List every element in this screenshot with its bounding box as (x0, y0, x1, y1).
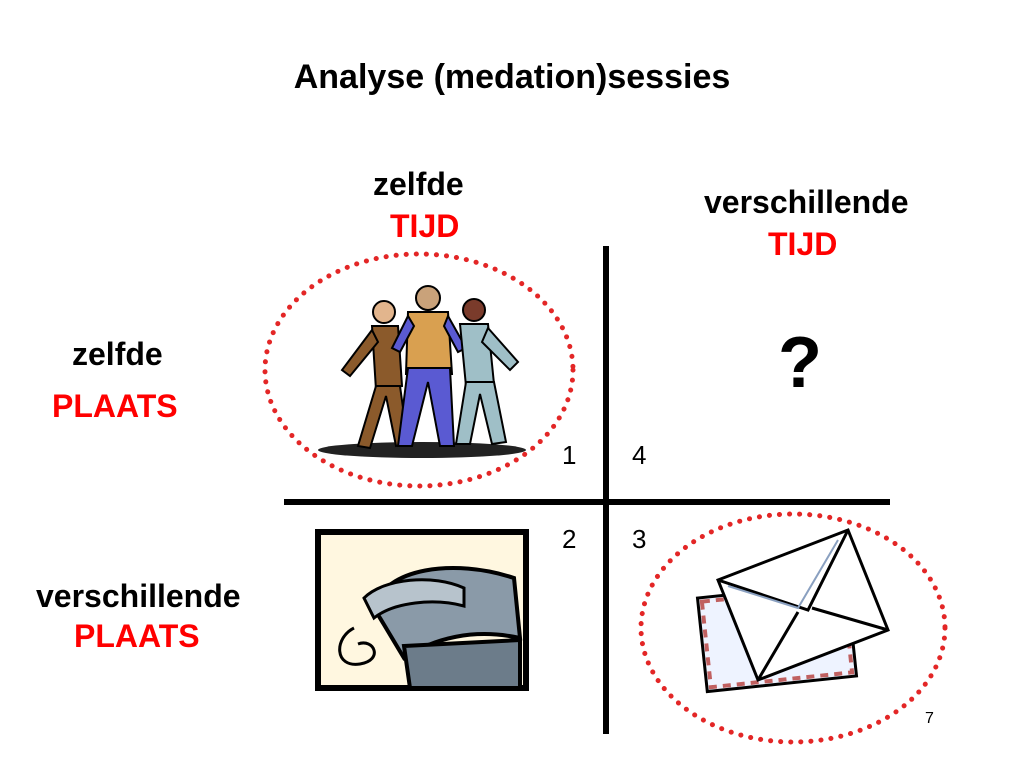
quadrant-number-2: 2 (562, 524, 577, 554)
row-different-line1: verschillende (36, 578, 241, 614)
col-different-line2: TIJD (768, 226, 838, 262)
row-same-line1: zelfde (72, 336, 163, 372)
row-same-line2: PLAATS (52, 388, 178, 424)
quadrant-number-1: 1 (562, 440, 577, 470)
meeting-people-icon (318, 285, 526, 458)
col-same-line1: zelfde (373, 166, 464, 202)
row-different-line2: PLAATS (74, 618, 200, 654)
telephone-icon (315, 529, 529, 691)
col-different-line1: verschillende (704, 184, 909, 220)
quadrant-number-3: 3 (632, 524, 647, 554)
quadrant-number-4: 4 (632, 440, 647, 470)
unknown-question-mark: ? (778, 323, 822, 403)
col-same-line2: TIJD (390, 208, 460, 244)
vertical-divider (603, 246, 609, 734)
envelopes-icon (695, 528, 890, 694)
page-number: 7 (925, 710, 934, 727)
horizontal-divider (284, 499, 890, 505)
slide-title: Analyse (medation)sessies (293, 58, 731, 96)
